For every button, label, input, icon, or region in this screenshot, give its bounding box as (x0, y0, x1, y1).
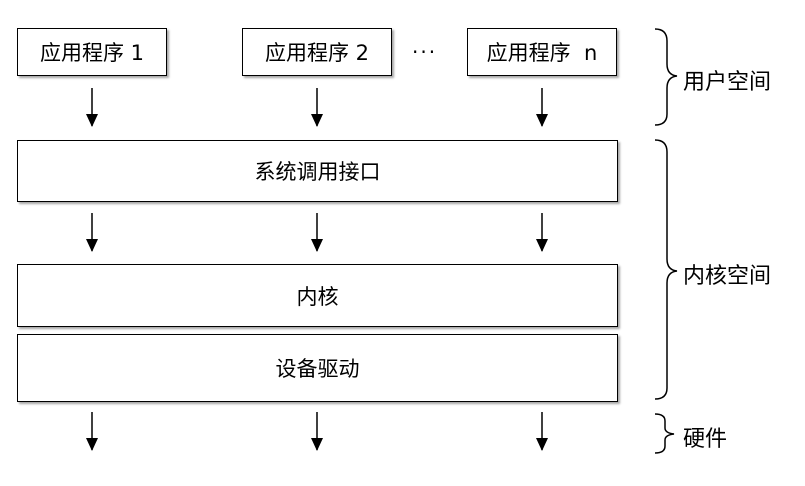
device-driver-box: 设备驱动 (17, 334, 618, 402)
hardware-label: 硬件 (683, 427, 728, 452)
arrows-apps-to-syscall (86, 88, 548, 127)
arrowhead-icon (536, 438, 548, 451)
hardware-brace-icon (654, 413, 675, 454)
arrowhead-icon (311, 239, 323, 252)
application-ellipsis: ··· (412, 40, 438, 64)
application-box-n: 应用程序 n (467, 28, 617, 76)
application-box-1: 应用程序 1 (17, 28, 167, 76)
application-box-2: 应用程序 2 (242, 28, 392, 76)
application-label-1: 应用程序 1 (39, 41, 145, 65)
application-label-2: 应用程序 2 (264, 41, 370, 65)
user-space-label: 用户空间 (683, 70, 772, 95)
application-label-n: 应用程序 n (486, 41, 598, 65)
user-space-brace-icon (654, 28, 678, 126)
arrowhead-icon (311, 438, 323, 451)
syscall-interface-box: 系统调用接口 (17, 140, 618, 202)
device-driver-label: 设备驱动 (275, 357, 360, 381)
arrowhead-icon (86, 438, 98, 451)
kernel-space-brace-icon (654, 139, 678, 400)
arrowhead-icon (86, 239, 98, 252)
arrows-syscall-to-kernel (86, 213, 548, 252)
kernel-space-label: 内核空间 (683, 264, 772, 289)
kernel-label: 内核 (296, 284, 339, 309)
kernel-box: 内核 (17, 264, 618, 327)
arrowhead-icon (311, 114, 323, 127)
syscall-interface-label: 系统调用接口 (254, 160, 381, 184)
arrowhead-icon (536, 114, 548, 127)
arrowhead-icon (86, 114, 98, 127)
arrows-driver-to-hardware (86, 412, 548, 451)
arrowhead-icon (536, 239, 548, 252)
